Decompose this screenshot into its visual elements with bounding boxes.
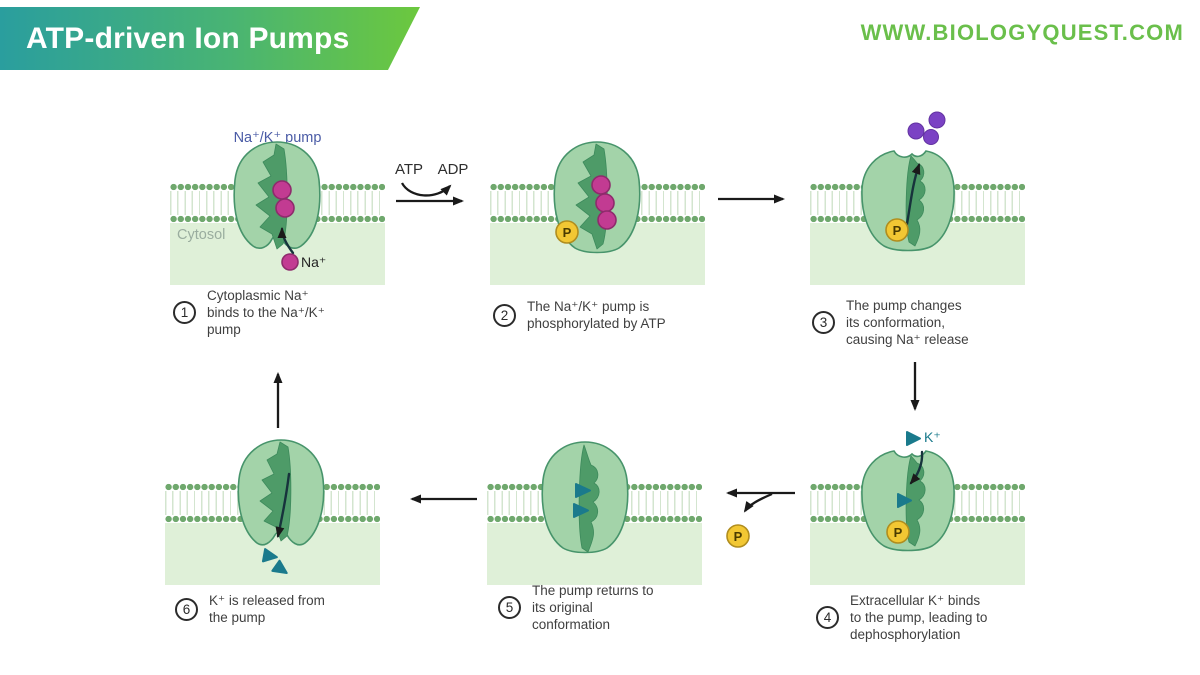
step-text: Cytoplasmic Na⁺binds to the Na⁺/K⁺pump: [207, 288, 325, 337]
na-released-icon: [907, 122, 925, 140]
k-ion-icon: [897, 493, 912, 508]
k-entry-arrow-icon: [909, 450, 924, 485]
k-release-arrow-icon: [275, 472, 291, 538]
na-legend-icon: [281, 253, 299, 271]
pump-illustration-step3: P: [861, 111, 955, 252]
step-number-badge: 1: [173, 301, 196, 324]
k-ion-icon: [573, 503, 589, 518]
step-number-badge: 6: [175, 597, 198, 621]
na-ion-icon: [597, 210, 617, 230]
phosphate-letter: P: [734, 529, 743, 544]
pump-illustration-step5: [541, 441, 629, 554]
phosphate-release-arrow-icon: [743, 492, 773, 513]
na-ion-icon: [595, 193, 615, 213]
phosphate-icon: [886, 520, 910, 544]
pump-channel: [255, 143, 288, 250]
phosphate-icon: [726, 524, 750, 548]
phosphate-release: P: [726, 488, 795, 548]
header-banner: ATP-driven Ion Pumps: [0, 7, 420, 70]
pump-illustration-step4: K⁺ P: [861, 429, 955, 552]
pump-illustration-step1: Na⁺: [233, 141, 326, 271]
na-entry-arrow-icon: [277, 227, 295, 255]
cytosol-label: Cytosol: [177, 227, 226, 243]
phosphate-icon: [555, 220, 579, 244]
na-ion-icon: [275, 198, 295, 218]
panel-step-6: [165, 408, 380, 585]
pump-title-label: Na⁺/K⁺ pump: [233, 130, 322, 146]
pump-illustration-step2: P: [553, 141, 641, 254]
na-released-icon: [928, 111, 946, 129]
panel-step-3: P: [810, 108, 1025, 285]
atp-label: ATP: [395, 161, 423, 178]
k-ion-icon: [271, 559, 288, 575]
k-ion-icon: [261, 548, 278, 563]
phosphate-icon: [885, 218, 909, 242]
atp-hydrolysis-arrow-icon: [400, 182, 452, 197]
atp-adp-reaction: ATP ADP: [395, 161, 469, 206]
phosphate-letter: P: [894, 525, 903, 540]
step-1: 1 Cytoplasmic Na⁺binds to the Na⁺/K⁺pump: [173, 287, 325, 338]
k-ion-label: K⁺: [924, 429, 941, 445]
phosphate-letter: P: [563, 225, 572, 240]
na-legend-label: Na⁺: [301, 254, 326, 270]
na-released-icon: [923, 129, 939, 145]
na-ion-icon: [272, 180, 292, 200]
na-ion-icon: [591, 175, 611, 195]
pump-channel: [905, 155, 926, 247]
na-release-arrow-icon: [905, 163, 921, 226]
k-ion-icon: [906, 431, 921, 446]
website-url: WWW.BIOLOGYQUEST.COM: [860, 20, 1184, 45]
pump-channel: [578, 444, 600, 553]
step-number-badge: 4: [816, 606, 839, 629]
pump-illustration-step6: [237, 439, 325, 575]
step-number-badge: 3: [812, 311, 835, 334]
panel-step-4: K⁺ P: [810, 408, 1025, 585]
adp-label: ADP: [438, 161, 469, 178]
panel-step-5: [487, 408, 702, 585]
phosphate-letter: P: [893, 223, 902, 238]
panel-step-1: Na⁺/K⁺ pump Cytosol Na⁺: [170, 108, 385, 285]
panel-step-2: P: [490, 108, 705, 285]
k-ion-icon: [575, 483, 591, 498]
step-number-badge: 5: [498, 596, 521, 619]
page-title: ATP-driven Ion Pumps: [26, 21, 350, 55]
step-number-badge: 2: [493, 303, 516, 327]
